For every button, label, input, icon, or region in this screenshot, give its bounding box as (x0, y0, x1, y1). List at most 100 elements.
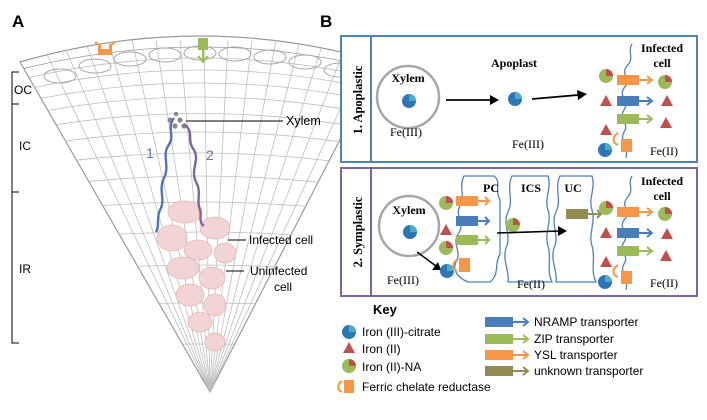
path-1-number: 1 (146, 145, 154, 161)
ics-label: ICS (521, 181, 541, 195)
apoplastic-side-label: 1. Apoplastic (351, 65, 365, 134)
key-iron-ii: Iron (II) (362, 342, 401, 356)
iron-ii-icon (600, 256, 612, 267)
uc-cell-membrane (552, 175, 598, 283)
path-1-apoplastic (154, 117, 176, 233)
fe-apoplast: Fe(III) (512, 137, 544, 151)
xylem-circle-2 (377, 194, 441, 258)
outer-cortex-cells (43, 45, 357, 84)
xylem-circle-1 (375, 64, 441, 130)
key-iron-iii-citrate: Iron (III)-citrate (362, 325, 441, 339)
nramp-transporter-icon (456, 216, 491, 226)
zone-ic: IC (19, 139, 31, 153)
ferric-reductase-icon (94, 41, 116, 55)
iron-ii-na-icon (506, 218, 520, 232)
iron-ii-icon (600, 124, 612, 135)
nramp-transporter-icon (485, 317, 530, 327)
ferric-reductase-icon (337, 380, 354, 393)
iron-ii-na-icon (599, 201, 613, 215)
ics-cell-membrane (504, 175, 554, 283)
fe-mid: Fe(II) (517, 277, 545, 291)
symplastic-box: 2. Symplastic Xylem Fe(III) PC ICS UC (340, 167, 698, 297)
iron-ii-icon (661, 228, 673, 239)
ferric-reductase-icon (612, 132, 632, 152)
ysl-transporter-icon (617, 207, 654, 217)
infected-cells (156, 200, 237, 352)
infected-label-2a: Infected (641, 174, 683, 188)
zip-transporter-icon (485, 334, 530, 344)
ferric-reductase-icon (452, 258, 470, 272)
panel-a-letter: A (12, 12, 24, 31)
xylem-label-2: Xylem (392, 203, 425, 217)
iron-ii-na-icon (658, 207, 672, 221)
key-ysl: YSL transporter (534, 348, 618, 362)
symplastic-side-label: 2. Symplastic (351, 196, 365, 267)
iron-iii-citrate-icon (342, 325, 356, 339)
xylem-label-1: Xylem (391, 71, 424, 85)
ysl-transporter-icon (485, 350, 530, 360)
path-2-symplastic (183, 123, 205, 227)
zone-oc: OC (14, 83, 32, 97)
unknown-transporter-icon (485, 366, 530, 376)
panel-b: B 1. Apoplastic Xylem Fe(III) Apoplast F… (320, 12, 698, 394)
key-nramp: NRAMP transporter (534, 315, 638, 329)
apoplast-label: Apoplast (491, 56, 537, 70)
iron-iii-citrate-icon (598, 275, 612, 289)
fe-xylem-1: Fe(III) (390, 125, 422, 139)
ysl-transporter-icon (456, 196, 491, 206)
uc-label: UC (564, 181, 581, 195)
infected-label-2b: cell (653, 189, 671, 203)
iron-iii-citrate-icon (598, 143, 612, 157)
zip-transporter-icon (617, 246, 654, 256)
unknown-transporter-icon (566, 209, 603, 219)
fe-cell-2: Fe(II) (650, 276, 678, 290)
iron-ii-na-icon (439, 196, 453, 210)
iron-ii-na-icon (342, 359, 356, 373)
ysl-transporter-icon (617, 75, 654, 85)
iron-ii-icon (660, 250, 672, 261)
infected-cell-label: Infected cell (249, 233, 313, 247)
infected-label-1b: cell (653, 56, 671, 70)
zip-transporter-icon (197, 38, 209, 64)
key-unknown: unknown transporter (534, 364, 643, 378)
key-iron-ii-na: Iron (II)-NA (362, 360, 421, 374)
iron-ii-na-icon (599, 69, 613, 83)
key-zip: ZIP transporter (534, 332, 614, 346)
pc-cell-membrane (454, 175, 501, 283)
key-legend: Key Iron (III)-citrate Iron (II) Iron (I… (337, 302, 643, 394)
xylem-label: Xylem (286, 114, 321, 128)
iron-iii-citrate-icon (508, 92, 522, 106)
ferric-reductase-icon (612, 264, 632, 284)
apoplastic-box: 1. Apoplastic Xylem Fe(III) Apoplast Fe(… (340, 35, 698, 163)
iron-ii-icon (600, 227, 612, 238)
fe-xylem-2: Fe(III) (387, 273, 419, 287)
path-2-number: 2 (206, 147, 214, 163)
pc-label: PC (483, 181, 499, 195)
iron-iii-citrate-icon (403, 225, 417, 239)
infected-label-1a: Infected (641, 41, 683, 55)
iron-ii-na-icon (658, 75, 672, 89)
iron-ii-na-icon (439, 241, 453, 255)
zone-bracket (11, 71, 19, 344)
nramp-transporter-icon (617, 228, 654, 238)
zone-ir: IR (19, 262, 31, 276)
iron-iii-citrate-icon (402, 94, 416, 108)
iron-ii-icon (660, 117, 672, 128)
uninfected-cell-label-2: cell (274, 280, 292, 294)
iron-ii-icon (600, 95, 612, 106)
key-title: Key (373, 302, 398, 317)
root-wedge: 1 2 (19, 35, 381, 394)
nramp-transporter-icon (617, 96, 654, 106)
panel-b-letter: B (320, 12, 332, 31)
zip-transporter-icon (456, 235, 491, 245)
iron-iii-citrate-icon (440, 264, 454, 278)
key-ferric-reductase: Ferric chelate reductase (362, 380, 491, 394)
zip-transporter-icon (617, 114, 654, 124)
fe-cell-1: Fe(II) (650, 144, 678, 158)
panel-a: A (11, 12, 381, 394)
iron-ii-icon (343, 342, 355, 353)
iron-ii-icon (661, 95, 673, 106)
iron-ii-icon (440, 224, 452, 235)
uninfected-cell-label-1: Uninfected (250, 264, 307, 278)
